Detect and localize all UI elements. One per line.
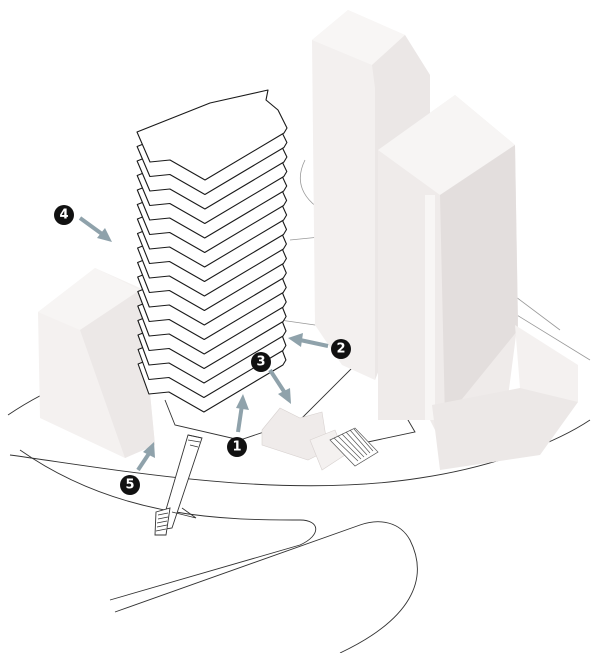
- arrow-3: [270, 370, 291, 404]
- marker-5-label: 5: [125, 478, 134, 493]
- marker-4: 4: [54, 205, 74, 225]
- marker-2-label: 2: [336, 342, 345, 357]
- marker-3: 3: [251, 352, 271, 372]
- lower-road-right-edge: [115, 522, 417, 653]
- marker-5: 5: [120, 475, 140, 495]
- arrow-1: [236, 394, 249, 432]
- tower-2-recess: [425, 195, 435, 420]
- marker-1-label: 1: [232, 440, 241, 455]
- pedestrian-bridge: [155, 435, 202, 535]
- arrow-4: [80, 218, 112, 242]
- marker-2: 2: [331, 339, 351, 359]
- marker-1: 1: [227, 437, 247, 457]
- context-tower-2: [378, 95, 518, 440]
- context-building-left: [38, 268, 155, 458]
- marker-3-label: 3: [256, 355, 265, 370]
- marker-4-label: 4: [59, 208, 68, 223]
